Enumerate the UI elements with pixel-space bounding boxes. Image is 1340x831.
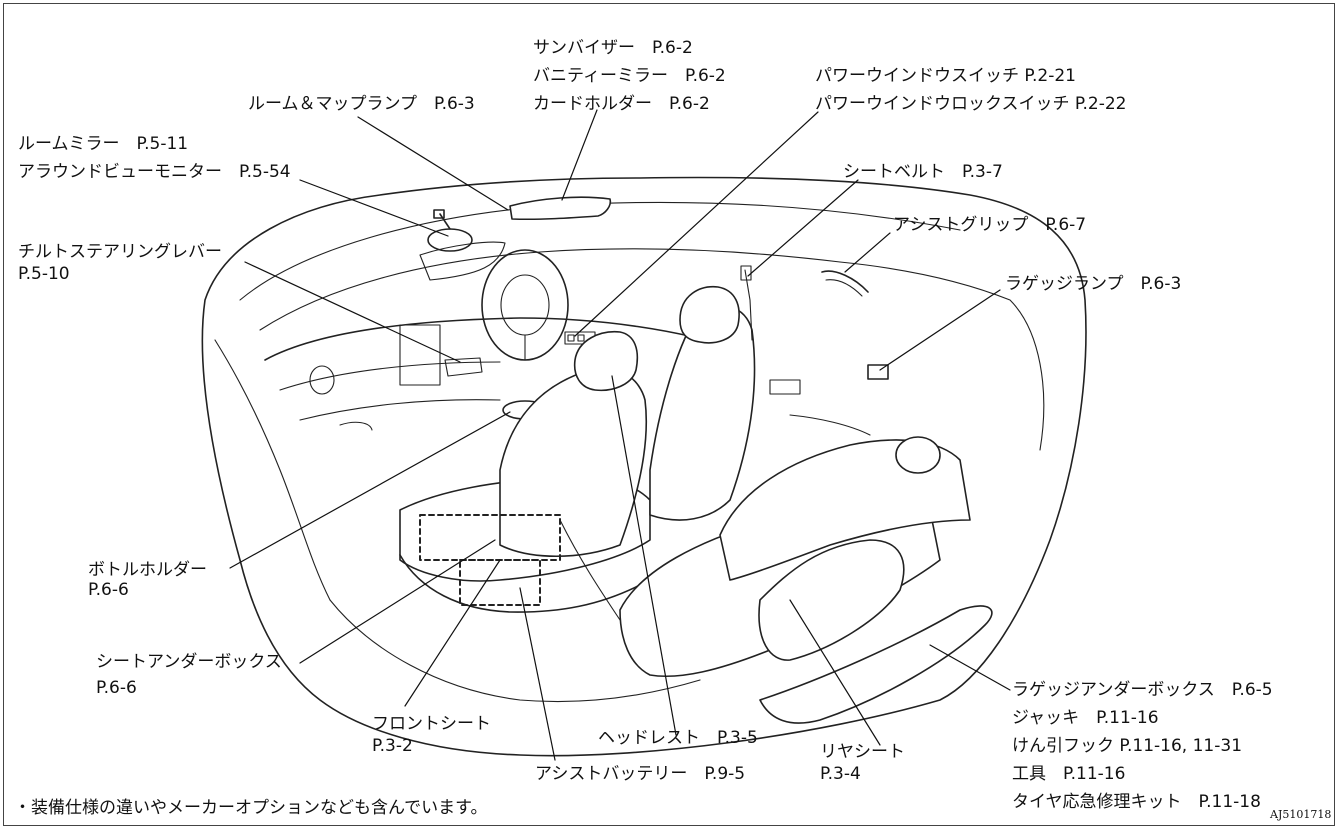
- label-front-seat-page: P.3-2: [372, 736, 413, 756]
- sun-visor-shape: [509, 196, 612, 221]
- label-card-holder: カードホルダー P.6-2: [533, 94, 710, 114]
- label-headrest: ヘッドレスト P.3-5: [598, 728, 758, 748]
- label-vanity-mirror: バニティーミラー P.6-2: [533, 66, 726, 86]
- label-room-mirror: ルームミラー P.5-11: [18, 134, 189, 154]
- label-jack: ジャッキ P.11-16: [1012, 708, 1159, 728]
- body-outline: [201, 176, 1087, 757]
- label-seat-under-box-page: P.6-6: [96, 678, 137, 698]
- label-rear-seat: リヤシート: [820, 742, 905, 762]
- label-rear-seat-page: P.3-4: [820, 764, 861, 784]
- label-tools: 工具 P.11-16: [1012, 764, 1126, 784]
- label-luggage-under-box: ラゲッジアンダーボックス P.6-5: [1012, 680, 1273, 700]
- label-tilt-steering-lever: チルトステアリングレバー: [18, 242, 222, 262]
- label-assist-battery: アシストバッテリー P.9-5: [535, 764, 746, 784]
- label-tow-hook: けん引フック P.11-16, 11-31: [1012, 736, 1243, 756]
- label-luggage-lamp: ラゲッジランプ P.6-3: [1005, 274, 1182, 294]
- label-sun-visor: サンバイザー P.6-2: [533, 38, 693, 58]
- footnote: ・装備仕様の違いやメーカーオプションなども含んでいます。: [14, 798, 488, 818]
- label-assist-grip: アシストグリップ P.6-7: [893, 215, 1087, 235]
- label-power-window-switch: パワーウインドウスイッチ P.2-21: [815, 66, 1076, 86]
- diagram-frame: [3, 3, 1335, 826]
- label-seatbelt: シートベルト P.3-7: [843, 162, 1003, 182]
- headrest-shape: [573, 330, 639, 392]
- label-around-view-monitor: アラウンドビューモニター P.5-54: [18, 162, 291, 182]
- label-bottle-holder: ボトルホルダー: [88, 560, 207, 580]
- label-tire-repair-kit: タイヤ応急修理キット P.11-18: [1012, 792, 1261, 812]
- label-front-seat: フロントシート: [372, 714, 491, 734]
- label-room-map-lamp: ルーム＆マップランプ P.6-3: [248, 94, 475, 114]
- label-bottle-holder-page: P.6-6: [88, 580, 129, 600]
- label-seat-under-box: シートアンダーボックス: [96, 652, 282, 672]
- figure-code: AJ5101718: [1270, 808, 1332, 821]
- label-tilt-steering-lever-page: P.5-10: [18, 264, 70, 284]
- label-power-window-lock-switch: パワーウインドウロックスイッチ P.2-22: [815, 94, 1127, 114]
